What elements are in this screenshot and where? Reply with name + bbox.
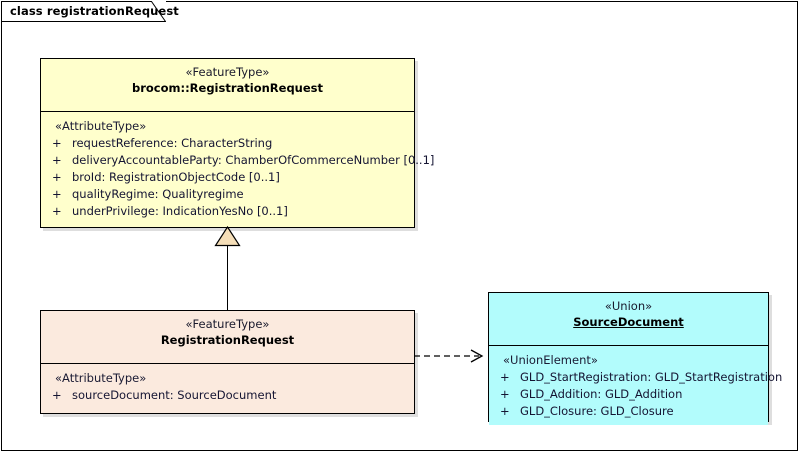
attribute-visibility: +: [500, 404, 510, 418]
class-box-registration-request[interactable]: «FeatureType» RegistrationRequest «Attri…: [40, 310, 415, 414]
attribute-visibility: +: [52, 204, 62, 218]
attribute-row[interactable]: + broId: RegistrationObjectCode [0..1]: [41, 169, 414, 186]
generalization-arrowhead-icon: [214, 226, 241, 247]
union-class-stereotype: «Union»: [604, 299, 653, 313]
child-class-separator: [41, 363, 414, 364]
attribute-text: underPrivilege: IndicationYesNo [0..1]: [72, 204, 288, 218]
attribute-text: deliveryAccountableParty: ChamberOfComme…: [72, 153, 435, 167]
class-box-brocom-registration-request[interactable]: «FeatureType» brocom::RegistrationReques…: [40, 58, 434, 228]
union-class-name: SourceDocument: [573, 315, 684, 329]
diagram-title: class registrationRequest: [10, 4, 179, 18]
parent-class-name: brocom::RegistrationRequest: [131, 81, 324, 95]
child-class-stereotype: «FeatureType»: [185, 317, 270, 331]
attribute-visibility: +: [52, 170, 62, 184]
attribute-row[interactable]: + requestReference: CharacterString: [41, 135, 414, 152]
attribute-row[interactable]: + GLD_Closure: GLD_Closure: [489, 403, 768, 420]
attribute-text: GLD_Addition: GLD_Addition: [520, 387, 683, 401]
class-box-source-document[interactable]: «Union» SourceDocument «UnionElement» + …: [488, 292, 782, 425]
union-element-group-label: «UnionElement»: [503, 353, 598, 367]
union-class-attributes: «UnionElement» + GLD_StartRegistration: …: [489, 346, 782, 425]
attribute-text: GLD_Closure: GLD_Closure: [520, 404, 674, 418]
attribute-row[interactable]: + deliveryAccountableParty: ChamberOfCom…: [41, 152, 434, 169]
attribute-text: sourceDocument: SourceDocument: [72, 388, 277, 402]
parent-class-stereotype: «FeatureType»: [185, 65, 270, 79]
attribute-row[interactable]: + qualityRegime: Qualityregime: [41, 186, 414, 203]
attribute-text: broId: RegistrationObjectCode [0..1]: [72, 170, 280, 184]
attribute-row[interactable]: + GLD_Addition: GLD_Addition: [489, 386, 768, 403]
attribute-row[interactable]: + sourceDocument: SourceDocument: [41, 387, 414, 404]
child-attribute-group-label: «AttributeType»: [55, 371, 147, 385]
title-tab-shape: [1, 1, 166, 22]
attribute-text: qualityRegime: Qualityregime: [72, 187, 244, 201]
attribute-visibility: +: [500, 370, 510, 384]
child-class-attributes: «AttributeType» + sourceDocument: Source…: [41, 364, 414, 409]
parent-class-header: «FeatureType» brocom::RegistrationReques…: [41, 59, 414, 111]
union-class-separator: [489, 345, 768, 346]
parent-class-separator: [41, 111, 414, 112]
parent-class-attributes: «AttributeType» + requestReference: Char…: [41, 112, 434, 225]
parent-attribute-group-label: «AttributeType»: [55, 119, 147, 133]
diagram-title-tab: class registrationRequest: [1, 1, 179, 22]
attribute-text: GLD_StartRegistration: GLD_StartRegistra…: [520, 370, 783, 384]
attribute-row[interactable]: + underPrivilege: IndicationYesNo [0..1]: [41, 203, 414, 220]
union-class-header: «Union» SourceDocument: [489, 293, 768, 345]
attribute-visibility: +: [52, 187, 62, 201]
generalization-line: [227, 245, 228, 310]
attribute-text: requestReference: CharacterString: [72, 136, 273, 150]
attribute-visibility: +: [52, 388, 62, 402]
attribute-visibility: +: [500, 387, 510, 401]
attribute-visibility: +: [52, 153, 62, 167]
attribute-visibility: +: [52, 136, 62, 150]
child-class-header: «FeatureType» RegistrationRequest: [41, 311, 414, 363]
attribute-row[interactable]: + GLD_StartRegistration: GLD_StartRegist…: [489, 369, 782, 386]
child-class-name: RegistrationRequest: [160, 333, 295, 347]
dependency-connector: [414, 349, 484, 363]
